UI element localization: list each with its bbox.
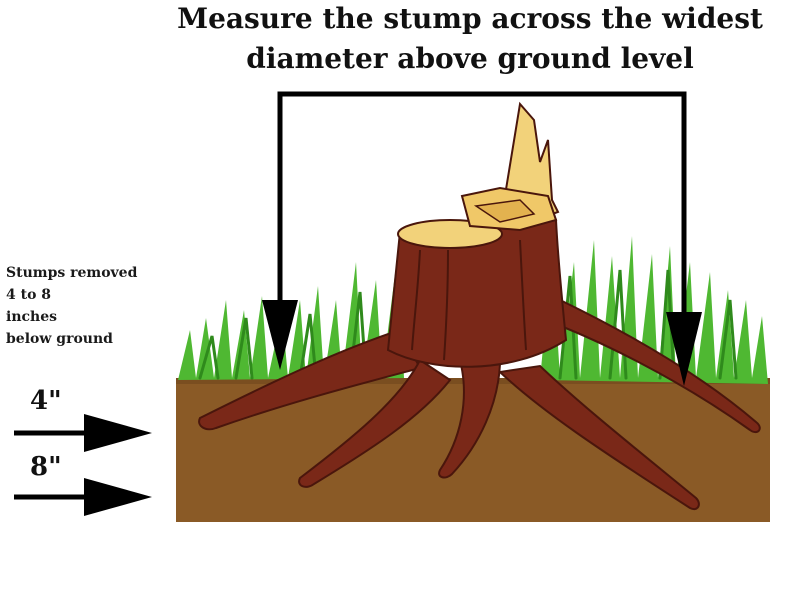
grass [178,236,768,384]
side-note-line-1: Stumps removed [6,265,138,281]
depth-arrow-8in [14,478,152,516]
measure-bracket-icon [262,91,702,386]
title-line-1: Measure the stump across the widest [177,2,763,35]
stump-roots [198,298,761,510]
tree-stump-icon [386,101,568,368]
depth-label-4in: 4" [30,386,62,416]
side-note-line-2: 4 to 8 [6,287,52,303]
depth-label-8in: 8" [30,452,62,482]
side-note-line-3: inches [6,309,57,325]
side-note-line-4: below ground [6,331,113,347]
title-line-2: diameter above ground level [246,42,694,75]
depth-arrow-4in [14,414,152,452]
